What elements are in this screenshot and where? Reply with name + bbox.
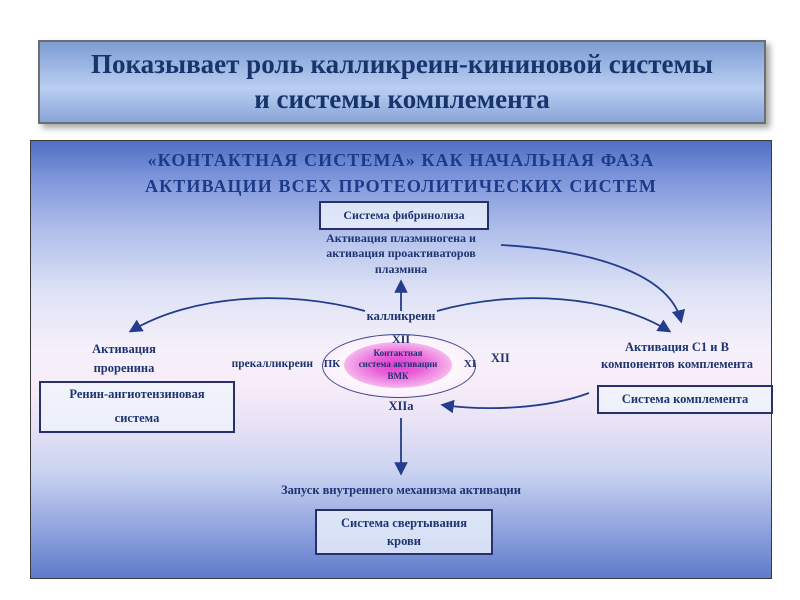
diagram-panel: «КОНТАКТНАЯ СИСТЕМА» КАК НАЧАЛЬНАЯ ФАЗА … (30, 140, 773, 579)
prorenin-activation-label: Активация проренина (51, 340, 197, 378)
intrinsic-mechanism-launch-label: Запуск внутреннего механизма активации (281, 483, 521, 497)
prorenin-activation-line: Активация (92, 342, 156, 356)
prekallikrein-label: прекалликреин (231, 358, 313, 370)
coagulation-system-line: крови (386, 534, 422, 548)
diagram-heading: «КОНТАКТНАЯ СИСТЕМА» КАК НАЧАЛЬНАЯ ФАЗА … (31, 147, 771, 199)
plasminogen-activation-label: Активация плазминогена и активация проак… (281, 231, 521, 277)
factor-xii-top-label: XII (391, 332, 410, 346)
c1-b-complement-activation-label: Активация С1 и В компонентов комплемента (587, 339, 767, 373)
contact-system-core-line: Контактная (373, 348, 423, 359)
complement-system-label: Система комплемента (621, 392, 749, 406)
diagram-heading-line: АКТИВАЦИИ ВСЕХ ПРОТЕОЛИТИЧЕСКИХ СИСТЕМ (145, 176, 657, 197)
arrow-complement-to-xiia (440, 392, 590, 414)
coagulation-system-box: Система свертывания крови (315, 509, 493, 555)
kallikrein-label: калликреин (366, 309, 436, 323)
fibrinolysis-system-label: Система фибринолиза (343, 208, 465, 222)
factor-xi-label: XI (463, 358, 477, 370)
plasminogen-activation-line: активация проактиваторов (326, 246, 476, 261)
renin-angiotensin-line: система (114, 411, 160, 425)
contact-system-core-line: система активации (358, 359, 438, 370)
contact-system-core-line: ВМК (387, 370, 409, 381)
arrow-plasminogen-to-complement (500, 244, 686, 324)
slide-title: Показывает роль калликреин-кининовой сис… (91, 48, 713, 114)
c1-b-complement-line: компонентов комплемента (601, 356, 753, 371)
coagulation-system-line: Система свертывания (341, 515, 467, 530)
prorenin-activation-line: проренина (93, 360, 155, 375)
fibrinolysis-system-box: Система фибринолиза (319, 201, 489, 230)
prekallikrein-abbrev-label: ПК (323, 358, 341, 370)
diagram-heading-line: «КОНТАКТНАЯ СИСТЕМА» КАК НАЧАЛЬНАЯ ФАЗА (147, 150, 655, 170)
factor-xii-right-label: XII (491, 351, 510, 365)
plasminogen-activation-line: плазмина (374, 261, 428, 276)
contact-system-core-ellipse: Контактная система активации ВМК (344, 342, 452, 388)
slide-title-box: Показывает роль калликреин-кининовой сис… (38, 40, 766, 124)
complement-system-box: Система комплемента (597, 385, 773, 414)
plasminogen-activation-line: Активация плазминогена и (326, 231, 476, 245)
renin-angiotensin-system-box: Ренин-ангиотензиновая система (39, 381, 235, 433)
renin-angiotensin-line: Ренин-ангиотензиновая (69, 387, 205, 402)
factor-xiia-label: XIIa (388, 399, 414, 413)
c1-b-complement-line: Активация С1 и В (625, 340, 729, 354)
contact-system-core-label: Контактная система активации ВМК (359, 348, 438, 382)
